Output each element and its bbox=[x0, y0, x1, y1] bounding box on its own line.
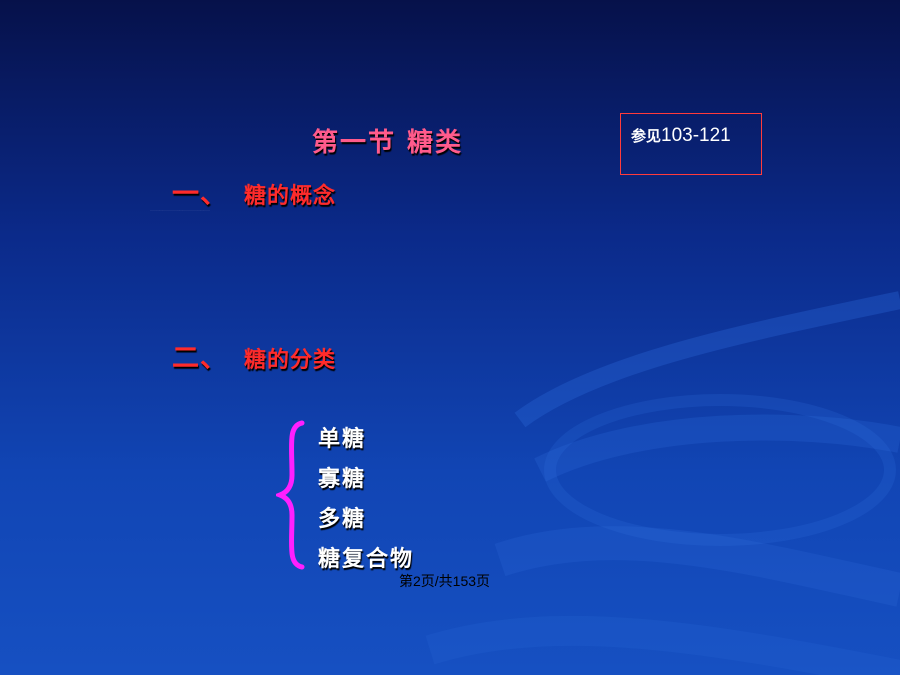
section-text: 糖的概念 bbox=[244, 184, 337, 209]
section-heading-classification: 二、糖的分类 bbox=[172, 336, 336, 375]
reference-prefix: 参见 bbox=[631, 128, 662, 145]
curly-brace-icon bbox=[276, 420, 305, 570]
tiny-text-line: ········································… bbox=[150, 208, 211, 211]
section-number: 一、 bbox=[172, 179, 228, 210]
classification-list: 单糖 寡糖 多糖 糖复合物 bbox=[318, 424, 414, 584]
section-number: 二、 bbox=[172, 343, 228, 374]
section-text: 糖的分类 bbox=[244, 348, 337, 373]
list-item: 糖复合物 bbox=[318, 547, 415, 572]
list-item: 单糖 bbox=[318, 427, 367, 452]
list-item: 寡糖 bbox=[318, 467, 367, 492]
section-heading-concept: 一、糖的概念 bbox=[172, 172, 336, 211]
list-item: 多糖 bbox=[318, 507, 367, 532]
slide-title: 第一节 糖类 bbox=[312, 128, 464, 158]
page-number: 第2页/共153页 bbox=[399, 573, 491, 589]
reference-box: 参见103-121 bbox=[620, 113, 762, 175]
reference-pages: 103-121 bbox=[661, 125, 731, 146]
